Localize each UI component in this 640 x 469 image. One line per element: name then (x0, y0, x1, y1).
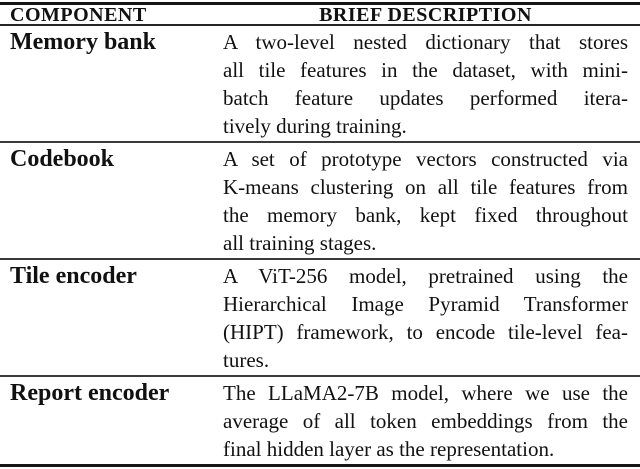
description-line: K-means clustering on all tile features … (223, 175, 628, 199)
description-line: The LLaMA2-7B model, where we use the (223, 381, 628, 405)
description-line: A ViT-256 model, pretrained using the (223, 264, 628, 288)
description-line: batch feature updates performed itera- (223, 86, 628, 110)
description-line: the memory bank, kept fixed throughout (223, 203, 628, 227)
column-header-description: BRIEF DESCRIPTION (319, 4, 532, 26)
description-line: Hierarchical Image Pyramid Transformer (223, 292, 628, 316)
description-cell: A two-level nested dictionary that store… (223, 28, 628, 140)
row-report-encoder: Report encoder The LLaMA2-7B model, wher… (0, 375, 640, 464)
description-line: A set of prototype vectors constructed v… (223, 147, 628, 171)
description-line: final hidden layer as the representation… (223, 437, 555, 461)
description-line: tures. (223, 348, 270, 372)
description-line: (HIPT) framework, to encode tile-level f… (223, 320, 628, 344)
component-name: Memory bank (10, 29, 156, 55)
description-line: all tile features in the dataset, with m… (223, 58, 628, 82)
description-line: tively during training. (223, 114, 407, 138)
description-line: average of all token embeddings from the (223, 409, 628, 433)
description-cell: A set of prototype vectors constructed v… (223, 145, 628, 257)
row-memory-bank: Memory bank A two-level nested dictionar… (0, 26, 640, 141)
table-header-row: COMPONENT BRIEF DESCRIPTION (0, 5, 640, 26)
description-line: A two-level nested dictionary that store… (223, 30, 628, 54)
component-name: Tile encoder (10, 263, 137, 289)
component-name: Codebook (10, 146, 115, 172)
description-cell: The LLaMA2-7B model, where we use the av… (223, 379, 628, 463)
column-header-component: COMPONENT (10, 4, 147, 26)
description-cell: A ViT-256 model, pretrained using the Hi… (223, 262, 628, 374)
row-codebook: Codebook A set of prototype vectors cons… (0, 141, 640, 258)
row-tile-encoder: Tile encoder A ViT-256 model, pretrained… (0, 258, 640, 375)
component-name: Report encoder (10, 380, 170, 406)
description-line: all training stages. (223, 231, 377, 255)
